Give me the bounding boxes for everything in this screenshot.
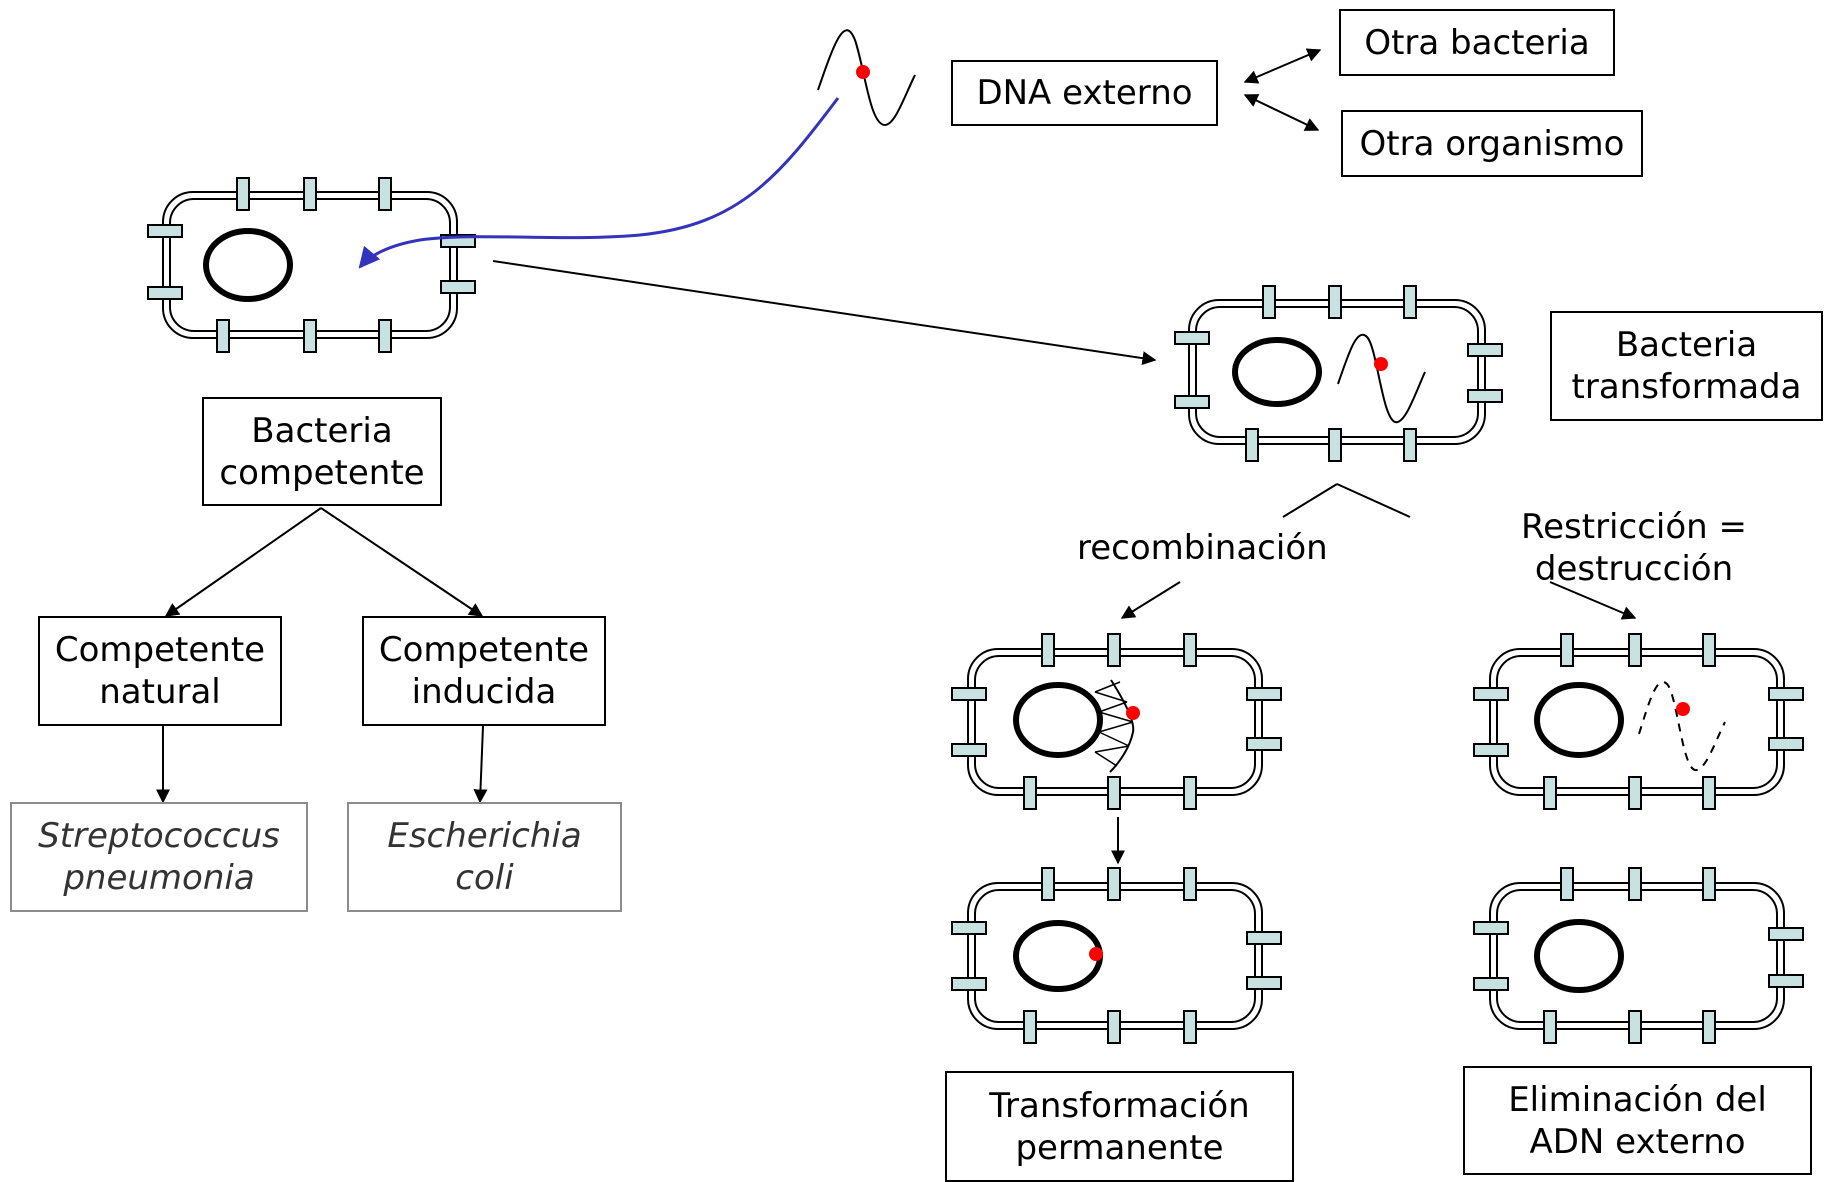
dna-uptake-arrow	[358, 97, 840, 269]
bacterium-transformada	[1174, 285, 1503, 462]
label-bacteria-competente: Bacteria competente	[202, 397, 442, 506]
arrow-to-inducida	[320, 507, 484, 617]
dna-marker	[1126, 706, 1140, 720]
bacterium-competente	[147, 177, 476, 353]
dna-marker	[1089, 947, 1103, 961]
label-escherichia: Escherichia coli	[347, 802, 622, 912]
recombining-dna	[1109, 679, 1135, 773]
branch-restriccion	[1336, 483, 1411, 518]
dna-marker	[1676, 702, 1690, 716]
bacterium-eliminacion	[1473, 867, 1804, 1044]
branch-recombinacion	[1282, 483, 1338, 518]
label-dna-externo: DNA externo	[951, 60, 1218, 126]
label-competente-natural: Competente natural	[38, 616, 282, 726]
dna-marker	[856, 65, 870, 79]
free-dna-fragment	[817, 29, 916, 127]
label-transformacion-permanente: Transformación permanente	[945, 1071, 1294, 1182]
dna-marker	[1374, 357, 1388, 371]
label-streptococcus: Streptococcus pneumonia	[10, 802, 308, 912]
arrow-to-otra-organismo	[1243, 94, 1320, 131]
label-otra-bacteria: Otra bacteria	[1339, 9, 1615, 76]
label-competente-inducida: Competente inducida	[362, 616, 606, 726]
label-restriccion: Restricción = destrucción	[1521, 507, 1747, 589]
bacterium-recombinacion	[951, 633, 1282, 810]
arrow-to-otra-bacteria	[1243, 48, 1322, 84]
bacterium-restriccion	[1473, 633, 1804, 810]
chromosome	[203, 228, 293, 302]
foreign-dna	[1337, 333, 1426, 424]
label-eliminacion-adn: Eliminación del ADN externo	[1463, 1066, 1812, 1175]
arrow-restriccion	[1549, 581, 1637, 620]
label-recombinacion: recombinación	[1077, 528, 1328, 568]
arrow-recombinacion	[1120, 581, 1181, 619]
arrow-to-transformada	[492, 260, 1157, 366]
label-otra-organismo: Otra organismo	[1341, 110, 1643, 177]
label-bacteria-transformada: Bacteria transformada	[1550, 311, 1823, 421]
arrow-to-escherichia	[473, 725, 488, 804]
arrow-to-natural	[164, 507, 322, 617]
bacterium-permanente	[951, 867, 1282, 1044]
degraded-dna	[1638, 681, 1726, 771]
